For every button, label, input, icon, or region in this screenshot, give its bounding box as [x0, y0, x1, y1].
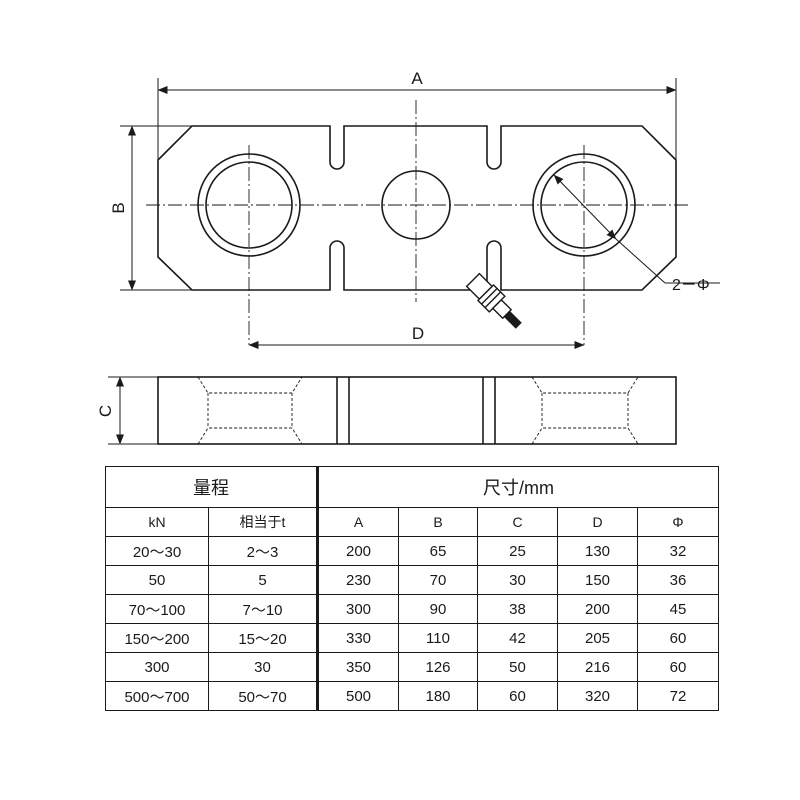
dim-c [108, 376, 158, 445]
dim-phi [553, 174, 720, 284]
side-outline [157, 376, 677, 445]
spec-table: 量程 尺寸/mm kN 相当于t A B C D Φ 20～30 2～3 200… [105, 466, 720, 711]
side-view [157, 376, 677, 445]
table-row: 300 30 350 126 50 216 60 [105, 652, 720, 682]
cell-a: 300 [316, 594, 399, 624]
dim-a [157, 78, 677, 160]
cell-b: 110 [398, 623, 478, 653]
cell-d: 320 [557, 681, 638, 711]
cell-t: 5 [208, 565, 318, 595]
cell-kn: 150～200 [105, 623, 209, 653]
cell-phi: 45 [636, 594, 720, 624]
table-row: 50 5 230 70 30 150 36 [105, 565, 720, 595]
dim-b-label: B [109, 202, 128, 213]
load-cell-drawing: A B D 2－Φ C [96, 69, 720, 445]
cell-a: 200 [316, 536, 399, 566]
col-a: A [316, 507, 399, 537]
cell-t: 2～3 [208, 536, 318, 566]
dim-c-label: C [96, 405, 115, 417]
col-d: D [557, 507, 638, 537]
col-c: C [477, 507, 558, 537]
dim-a-label: A [411, 69, 423, 88]
header-range: 量程 [105, 466, 318, 508]
cell-t: 50～70 [208, 681, 318, 711]
dim-phi-label: 2－Φ [672, 277, 710, 294]
cell-a: 350 [316, 652, 399, 682]
cell-kn: 70～100 [105, 594, 209, 624]
table-row: 500～700 50～70 500 180 60 320 72 [105, 681, 720, 711]
table-row: 70～100 7～10 300 90 38 200 45 [105, 594, 720, 624]
cell-c: 30 [477, 565, 558, 595]
cell-phi: 60 [636, 623, 720, 653]
cell-d: 150 [557, 565, 638, 595]
cell-c: 42 [477, 623, 558, 653]
dim-b [120, 125, 192, 291]
cell-kn: 300 [105, 652, 209, 682]
col-b: B [398, 507, 478, 537]
plate-outline [157, 125, 677, 291]
cell-b: 65 [398, 536, 478, 566]
cell-b: 70 [398, 565, 478, 595]
cell-a: 230 [316, 565, 399, 595]
col-kn: kN [105, 507, 209, 537]
cell-b: 90 [398, 594, 478, 624]
dim-d-label: D [412, 324, 424, 343]
cell-a: 500 [316, 681, 399, 711]
cell-c: 25 [477, 536, 558, 566]
cell-kn: 500～700 [105, 681, 209, 711]
cell-b: 126 [398, 652, 478, 682]
cell-d: 130 [557, 536, 638, 566]
header-size: 尺寸/mm [315, 466, 720, 508]
table-row: 150～200 15～20 330 110 42 205 60 [105, 623, 720, 653]
cable-connector [465, 272, 522, 329]
center-lines [146, 100, 690, 345]
cell-c: 60 [477, 681, 558, 711]
cell-phi: 36 [636, 565, 720, 595]
cell-d: 200 [557, 594, 638, 624]
col-t: 相当于t [208, 507, 318, 537]
cell-phi: 72 [636, 681, 720, 711]
table-row: 20～30 2～3 200 65 25 130 32 [105, 536, 720, 566]
side-hidden-holes [197, 376, 639, 445]
cell-kn: 20～30 [105, 536, 209, 566]
table-column-header-row: kN 相当于t A B C D Φ [105, 507, 720, 537]
cell-t: 7～10 [208, 594, 318, 624]
table-group-header-row: 量程 尺寸/mm [105, 466, 720, 508]
cell-a: 330 [316, 623, 399, 653]
cell-c: 50 [477, 652, 558, 682]
col-phi: Φ [636, 507, 720, 537]
cell-kn: 50 [105, 565, 209, 595]
top-view [157, 125, 677, 291]
cell-c: 38 [477, 594, 558, 624]
cell-t: 15～20 [208, 623, 318, 653]
cell-phi: 32 [636, 536, 720, 566]
cell-t: 30 [208, 652, 318, 682]
cell-d: 216 [557, 652, 638, 682]
cell-b: 180 [398, 681, 478, 711]
cell-phi: 60 [636, 652, 720, 682]
cell-d: 205 [557, 623, 638, 653]
